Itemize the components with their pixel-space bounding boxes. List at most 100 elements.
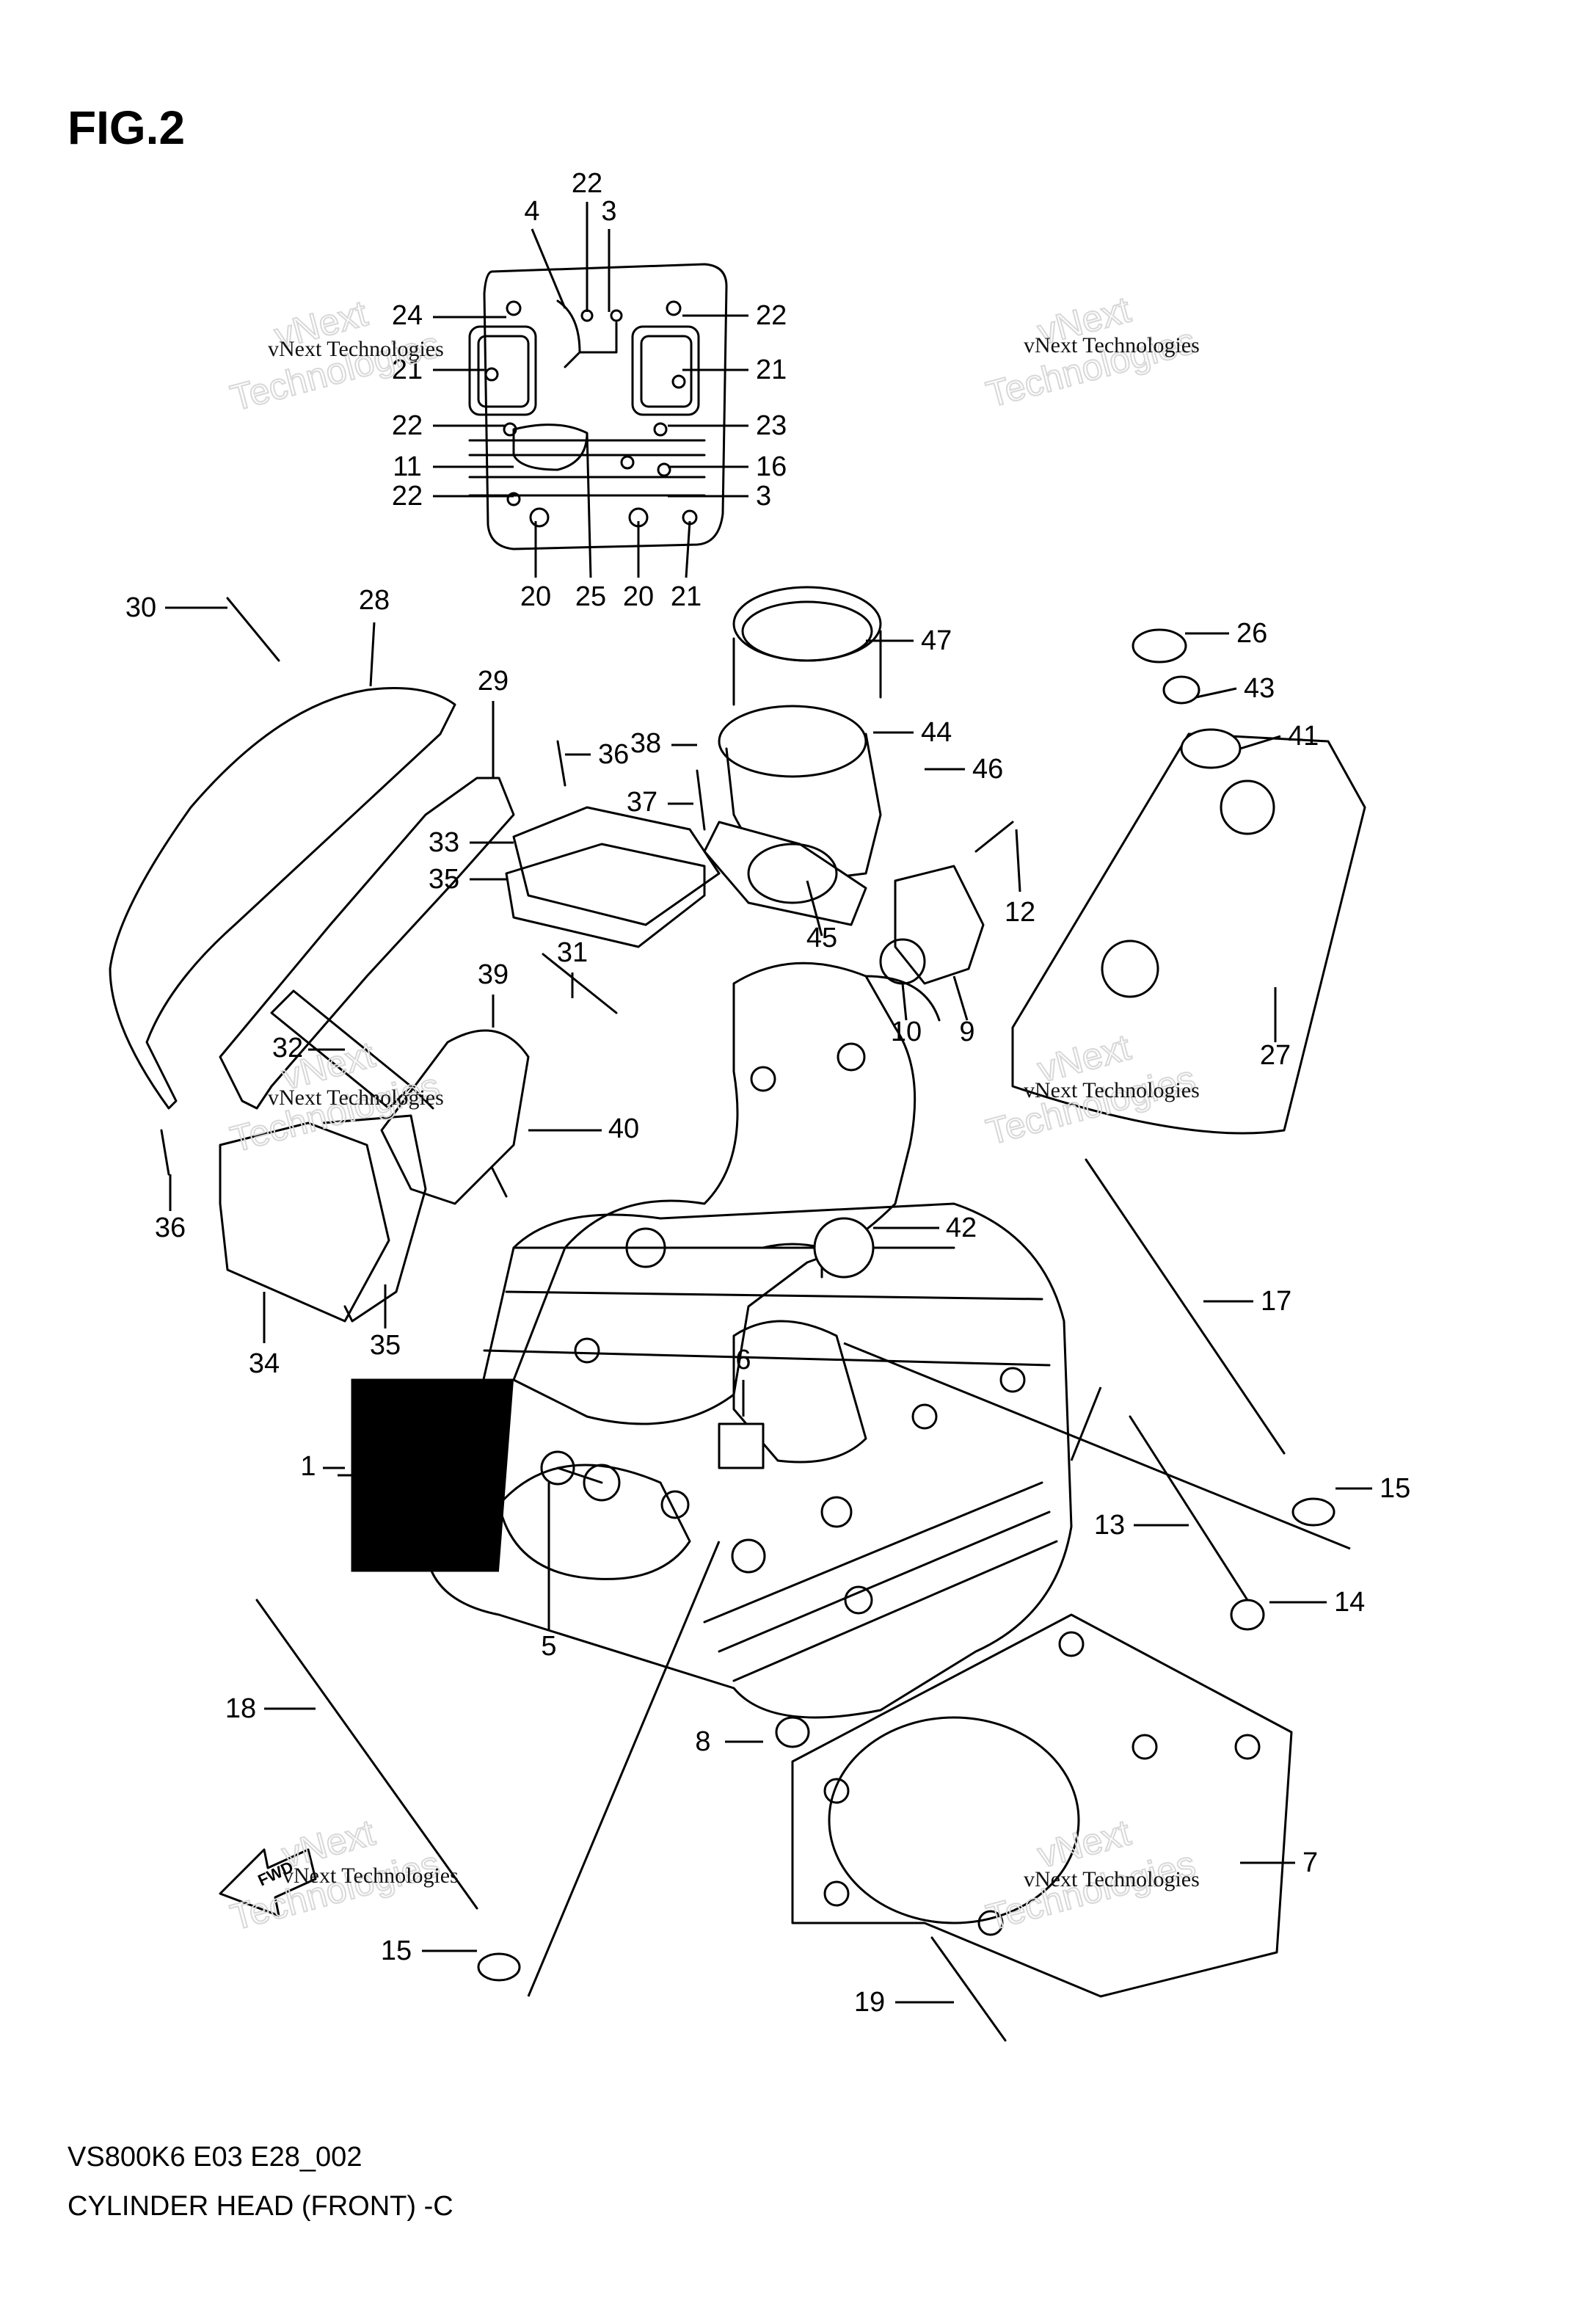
callout-label: 43 [1244,673,1275,704]
callout-label: 24 [392,300,423,331]
callout-label: 13 [1094,1510,1125,1541]
gasket-29 [219,777,515,1110]
callout-label: 30 [125,592,156,623]
callout-label: 29 [478,666,509,697]
svg-text:vNext Technologies: vNext Technologies [283,1864,459,1888]
callout-label: 47 [921,625,952,656]
bracket-1 [338,1378,514,1572]
callout-leader [369,622,376,687]
callout-label: 21 [756,355,787,385]
leader-long-1 [843,1342,1351,1550]
fasteners [160,597,1336,2042]
callout-label: 39 [478,959,509,990]
thermostat-housing-40 [380,1029,530,1205]
grommet-43 [1162,675,1200,705]
callout-label: 15 [1380,1473,1410,1504]
svg-text:vNext Technologies: vNext Technologies [1024,333,1200,357]
callout-label: 33 [429,827,459,858]
callout-label: 22 [392,481,423,512]
callout-label: 22 [756,300,787,331]
figure-caption: CYLINDER HEAD (FRONT) -C [68,2191,453,2222]
callout-label: 7 [1302,1847,1318,1878]
callout-leader [1239,735,1281,750]
cylinder-head [424,1202,1073,1719]
callout-label: 3 [756,481,771,512]
spark-plug-32 [270,989,434,1110]
gasket-35-top [505,843,706,948]
valve-cover-33 [512,806,721,926]
callout-label: 22 [572,168,602,199]
callout-label: 32 [272,1033,303,1064]
callout-label: 37 [627,787,657,818]
callout-label: 20 [623,581,654,612]
callout-label: 23 [756,410,787,441]
valve-cover-34 [219,1122,390,1323]
callout-label: 26 [1236,618,1267,649]
callout-label: 8 [695,1726,710,1757]
callout-label: 35 [370,1330,401,1361]
leader-long-2 [527,1541,721,1997]
svg-text:vNext Technologies: vNext Technologies [268,1086,444,1110]
callout-label: 38 [630,728,661,759]
callout-leader [901,983,908,1021]
callout-label: 9 [959,1017,974,1047]
callout-label: 19 [854,1987,885,2018]
callout-label: 10 [891,1017,922,1047]
callout-label: 22 [392,410,423,441]
callout-label: 36 [155,1213,186,1243]
watermarks: Technologies vNext vNext Technologies Te… [225,288,1200,1938]
intake-pipe [703,586,882,926]
callout-label: 4 [524,196,539,227]
leader-long-3 [1070,1386,1102,1461]
cover-left [109,687,456,1110]
callout-label: 35 [429,864,459,895]
fitting-9 [894,865,985,985]
svg-text:vNext Technologies: vNext Technologies [268,337,444,361]
callout-label: 28 [359,585,390,616]
callout-label: 40 [608,1113,639,1144]
grommet-41 [1180,728,1242,769]
callout-leader [685,520,691,578]
callout-label: 1 [300,1451,316,1482]
callout-label: 5 [541,1631,556,1662]
callout-label: 36 [598,739,629,770]
callout-label: 17 [1261,1286,1291,1317]
washer-26 [1132,628,1187,664]
callout-label: 11 [393,451,421,482]
head-top-view [468,263,728,550]
callout-label: 15 [381,1935,412,1966]
plug-42 [813,1217,875,1279]
callout-leader [1195,687,1237,699]
callout-label: 45 [806,923,837,953]
callout-label: 21 [392,355,423,385]
callout-label: 41 [1288,721,1319,752]
callout-leader [1015,829,1021,893]
callout-label: 34 [249,1348,280,1379]
callout-label: 46 [972,754,1003,785]
callout-leader [531,228,566,309]
callout-label: 44 [921,717,952,748]
callout-label: 6 [735,1345,751,1375]
callout-label: 25 [575,581,606,612]
svg-text:vNext Technologies: vNext Technologies [1024,1078,1200,1102]
fwd-arrow-icon: FWD [219,1848,317,1917]
callout-label: 14 [1334,1587,1365,1618]
figure-title: FIG.2 [68,101,185,154]
callout-label: 31 [557,937,588,968]
callout-label: 18 [225,1693,256,1724]
callout-label: 12 [1005,897,1035,928]
figure-code: VS800K6 E03 E28_002 [68,2142,362,2173]
callout-leader [806,880,823,937]
callout-label: 20 [520,581,551,612]
callout-label: 16 [756,451,787,482]
cap-27 [1011,733,1366,1135]
svg-text:vNext Technologies: vNext Technologies [1024,1867,1200,1891]
callout-label: 2 [407,1403,422,1434]
gasket-35-left [321,1114,427,1323]
callout-label: 21 [671,581,702,612]
callout-leader [586,432,592,578]
head-gasket-7 [791,1613,1293,1998]
callout-label: 3 [601,196,616,227]
